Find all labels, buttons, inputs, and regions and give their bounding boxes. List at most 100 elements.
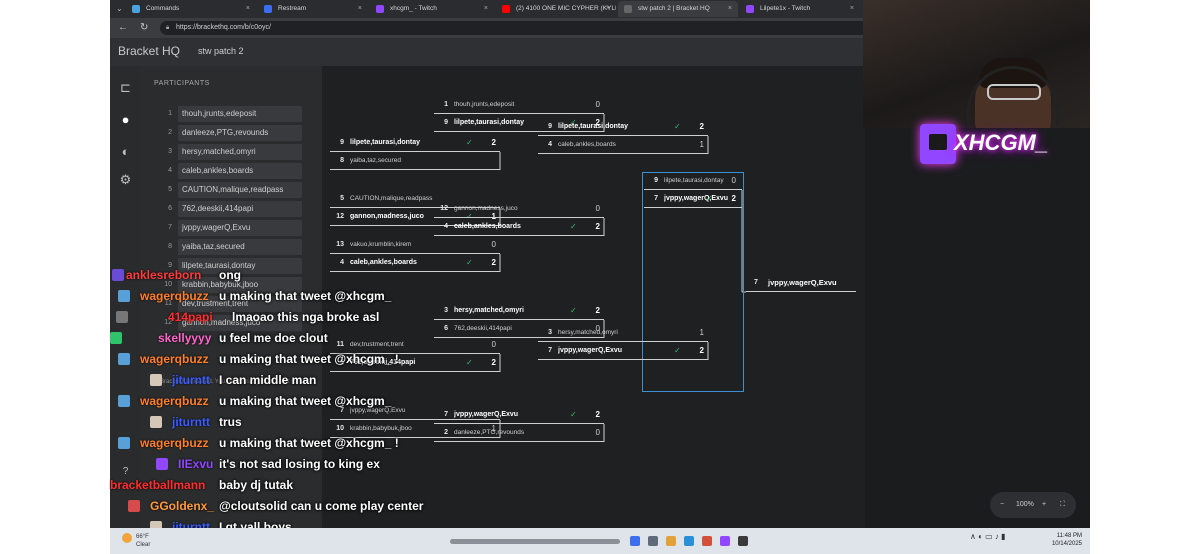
zoom-in-button[interactable]: +	[1042, 501, 1047, 508]
participants-icon[interactable]: ●	[121, 112, 130, 127]
participant-row[interactable]: 10 krabbin,babybuk,jboo	[152, 277, 302, 293]
start-icon[interactable]	[630, 536, 640, 546]
participant-name-input[interactable]: 762,deeskii,414papi	[178, 201, 302, 217]
tab-close-icon[interactable]: ×	[245, 5, 250, 12]
browser-tab[interactable]: Restream×	[258, 1, 368, 17]
champion-team: jvppy,wagerQ,Exvu	[768, 278, 837, 287]
participant-name-input[interactable]: jvppy,wagerQ,Exvu	[178, 220, 302, 236]
bracket-icon[interactable]: ⊏	[120, 80, 131, 95]
browser-tab[interactable]: Lilpete1x - Twitch×	[740, 1, 860, 17]
edge-icon[interactable]	[684, 536, 694, 546]
participant-name-input[interactable]: yaiba,taz,secured	[178, 239, 302, 255]
gear-icon[interactable]: ⚙	[119, 172, 132, 187]
participant-seed: 10	[164, 281, 172, 288]
slot-score: 1	[491, 212, 496, 221]
tab-close-icon[interactable]: ×	[849, 5, 854, 12]
twitch-app-icon[interactable]	[720, 536, 730, 546]
tab-close-icon[interactable]: ×	[483, 5, 488, 12]
browser-tab[interactable]: stw patch 2 | Bracket HQ×	[618, 1, 738, 17]
back-icon[interactable]: ←	[118, 22, 128, 33]
clock[interactable]: 11:48 PM 10/14/2025	[1038, 532, 1082, 548]
participant-name-input[interactable]: gannon,madness,juco	[178, 315, 302, 331]
file-explorer-icon[interactable]	[666, 536, 676, 546]
fullscreen-icon[interactable]: ⛶	[1060, 501, 1065, 508]
participant-name-input[interactable]: lilpete,taurasi,dontay	[178, 258, 302, 274]
tab-search-icon[interactable]: ⌄	[116, 4, 123, 13]
search-icon[interactable]	[648, 536, 658, 546]
tab-close-icon[interactable]: ×	[357, 5, 362, 12]
help-icon[interactable]: ?	[122, 466, 129, 477]
brand-logo[interactable]: Bracket HQ	[118, 44, 181, 58]
chrome-icon[interactable]	[702, 536, 712, 546]
tab-close-icon[interactable]: ×	[605, 5, 610, 12]
participant-name-input[interactable]: hersy,matched,omyri	[178, 144, 302, 160]
obs-icon[interactable]	[738, 536, 748, 546]
palette-icon[interactable]: ◐	[121, 144, 130, 159]
browser-tab[interactable]: (2) 4100 ONE MIC CYPHER (KYLI×	[496, 1, 616, 17]
url-field[interactable]: 🔒︎ https://brackethq.com/b/c0oyc/	[160, 21, 920, 35]
reload-icon[interactable]: ↻	[140, 22, 149, 33]
browser-tab[interactable]: Commands×	[126, 1, 256, 17]
winner-check-icon: ✓	[466, 358, 473, 367]
participant-name-input[interactable]: dev,trustment,trent	[178, 296, 302, 312]
browser-tab[interactable]: xhcgm_ - Twitch×	[370, 1, 494, 17]
tab-close-icon[interactable]: ×	[727, 5, 732, 12]
participant-name-input[interactable]: thouh,jrunts,edeposit	[178, 106, 302, 122]
winner-check-icon: ✓	[466, 258, 473, 267]
participant-name-input[interactable]: krabbin,babybuk,jboo	[178, 277, 302, 293]
capture-scrubber[interactable]	[450, 539, 620, 544]
participant-name-input[interactable]: CAUTION,malique,readpass	[178, 182, 302, 198]
participant-name-input[interactable]: danleeze,PTG,revounds	[178, 125, 302, 141]
zoom-out-button[interactable]: −	[1000, 501, 1005, 508]
participant-name-input[interactable]: caleb,ankles,boards	[178, 163, 302, 179]
system-tray[interactable]: ∧ ◐ ▭ ♪ ▮	[970, 532, 1006, 541]
